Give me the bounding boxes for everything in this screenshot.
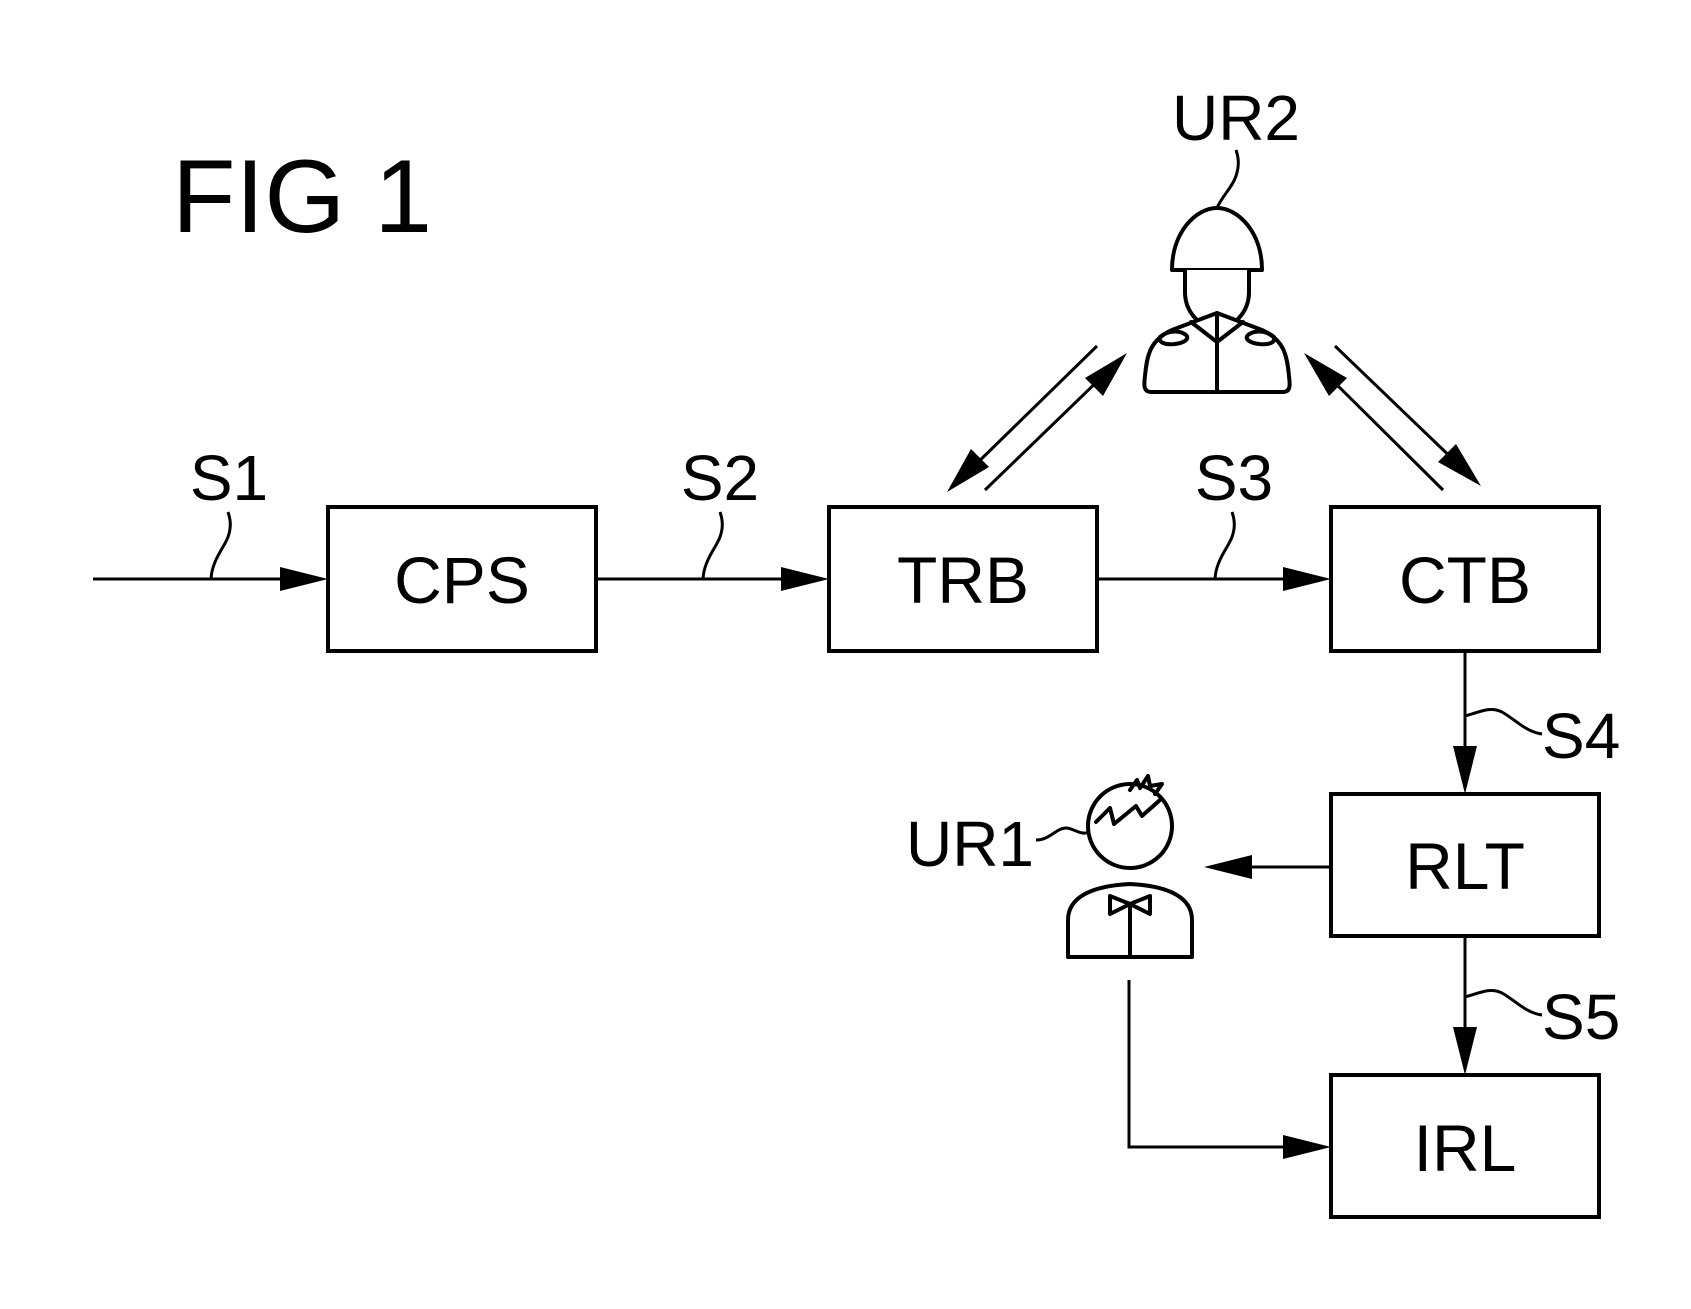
signal-s2-label: S2 bbox=[681, 442, 759, 514]
signal-s3: S3 bbox=[1195, 442, 1273, 580]
signal-s4-label: S4 bbox=[1542, 700, 1620, 772]
block-ctb: CTB bbox=[1329, 505, 1601, 653]
block-irl: IRL bbox=[1329, 1073, 1601, 1219]
arrow-trb-to-ur2 bbox=[983, 353, 1127, 492]
block-cps-label: CPS bbox=[394, 543, 530, 617]
person-icon bbox=[1066, 774, 1194, 959]
helmet-person-icon bbox=[1142, 206, 1292, 394]
arrow-ctb-to-ur2 bbox=[1304, 353, 1445, 492]
arrow-input-to-cps bbox=[93, 567, 328, 591]
block-ctb-label: CTB bbox=[1399, 543, 1531, 617]
block-trb-label: TRB bbox=[897, 543, 1029, 617]
signal-s2: S2 bbox=[681, 442, 759, 580]
signal-s5: S5 bbox=[1464, 981, 1620, 1053]
signal-s5-label: S5 bbox=[1542, 981, 1620, 1053]
signal-s1-label: S1 bbox=[190, 442, 268, 514]
arrow-rlt-to-irl bbox=[1453, 936, 1477, 1075]
signal-s4: S4 bbox=[1464, 700, 1620, 772]
arrow-ur1-to-irl bbox=[1127, 980, 1331, 1159]
ur1-leader bbox=[1035, 826, 1091, 842]
signal-s3-label: S3 bbox=[1195, 442, 1273, 514]
user-ur2-label: UR2 bbox=[1172, 82, 1300, 154]
arrow-rlt-to-ur1 bbox=[1204, 855, 1331, 879]
ur2-leader bbox=[1215, 149, 1240, 209]
figure-title: FIG 1 bbox=[172, 139, 432, 255]
user-ur1-label: UR1 bbox=[906, 808, 1034, 880]
block-trb: TRB bbox=[827, 505, 1099, 653]
block-rlt: RLT bbox=[1329, 792, 1601, 938]
block-cps: CPS bbox=[326, 505, 598, 653]
arrow-ur2-to-trb bbox=[947, 344, 1099, 492]
arrow-cps-to-trb bbox=[596, 567, 829, 591]
block-irl-label: IRL bbox=[1414, 1111, 1517, 1185]
arrow-ctb-to-rlt bbox=[1453, 651, 1477, 794]
block-rlt-label: RLT bbox=[1405, 829, 1525, 903]
arrow-ur2-to-ctb bbox=[1333, 344, 1481, 486]
signal-s1: S1 bbox=[190, 442, 268, 580]
arrow-trb-to-ctb bbox=[1097, 567, 1331, 591]
